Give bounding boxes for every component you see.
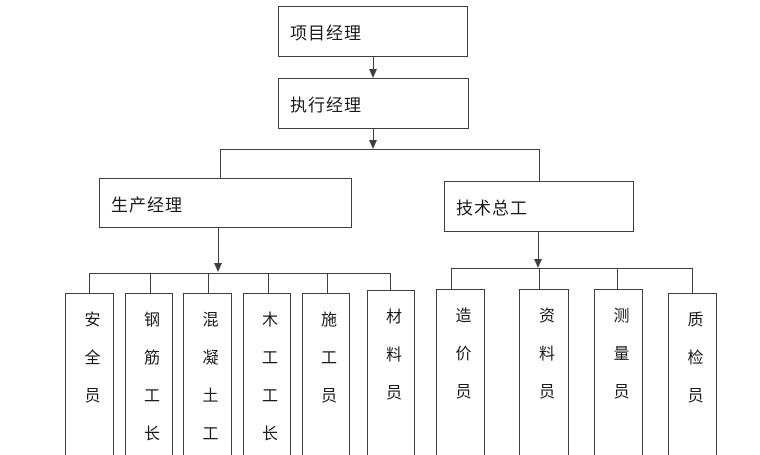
node-surveyor: 测量员 (594, 289, 643, 455)
node-label: 安全员 (81, 311, 99, 425)
node-label: 混凝土工 (199, 311, 217, 455)
node-label: 执行经理 (290, 96, 362, 115)
connector-executive-to-split (373, 129, 374, 142)
node-chief-technical-engineer: 技术总工 (444, 181, 634, 232)
connector-stub-survey (617, 268, 618, 289)
node-executive-manager: 执行经理 (278, 78, 469, 129)
node-project-manager: 项目经理 (278, 6, 468, 57)
node-label: 材料员 (383, 308, 400, 422)
connector-stub-carpentry (268, 273, 269, 293)
connector-stub-cost (451, 268, 452, 289)
node-label: 技术总工 (456, 199, 528, 218)
connector-stub-quality (692, 268, 693, 293)
arrow-down-icon (369, 140, 377, 149)
node-construction-worker: 施工员 (302, 293, 350, 455)
connector-stub-material (390, 273, 391, 290)
node-label: 测量员 (610, 307, 628, 421)
arrow-down-icon (369, 69, 377, 78)
connector-stub-document (539, 268, 540, 289)
connector-technical-to-subordinates (538, 231, 539, 260)
connector-stub-rebar (150, 273, 151, 293)
node-carpentry-foreman: 木工工长 (243, 293, 291, 455)
connector-production-distribution (89, 273, 391, 274)
node-label: 生产经理 (111, 195, 183, 215)
node-label: 木工工长 (259, 311, 276, 455)
node-safety-officer: 安全员 (65, 293, 114, 455)
node-document-clerk: 资料员 (519, 289, 569, 455)
connector-split-to-technical (539, 149, 540, 181)
node-concrete-worker: 混凝土工 (183, 293, 232, 455)
connector-technical-distribution (451, 268, 693, 269)
connector-stub-safety (89, 273, 90, 293)
node-rebar-foreman: 钢筋工长 (125, 293, 173, 455)
node-quality-inspector: 质检员 (668, 293, 717, 455)
arrow-down-icon (534, 259, 542, 268)
node-label: 资料员 (536, 307, 553, 421)
node-label: 项目经理 (290, 24, 362, 43)
connector-production-to-subordinates (218, 228, 219, 264)
node-label: 造价员 (452, 307, 470, 421)
connector-root-to-executive (373, 57, 374, 71)
node-label: 质检员 (684, 311, 702, 425)
connector-stub-construction (327, 273, 328, 293)
node-production-manager: 生产经理 (99, 178, 352, 228)
node-label: 施工员 (318, 311, 335, 425)
arrow-down-icon (214, 263, 222, 272)
node-material-clerk: 材料员 (367, 290, 415, 455)
node-cost-estimator: 造价员 (436, 289, 485, 455)
connector-stub-concrete (208, 273, 209, 293)
node-label: 钢筋工长 (141, 311, 158, 455)
connector-split-to-production (220, 149, 221, 178)
connector-split-horizontal (220, 149, 540, 150)
